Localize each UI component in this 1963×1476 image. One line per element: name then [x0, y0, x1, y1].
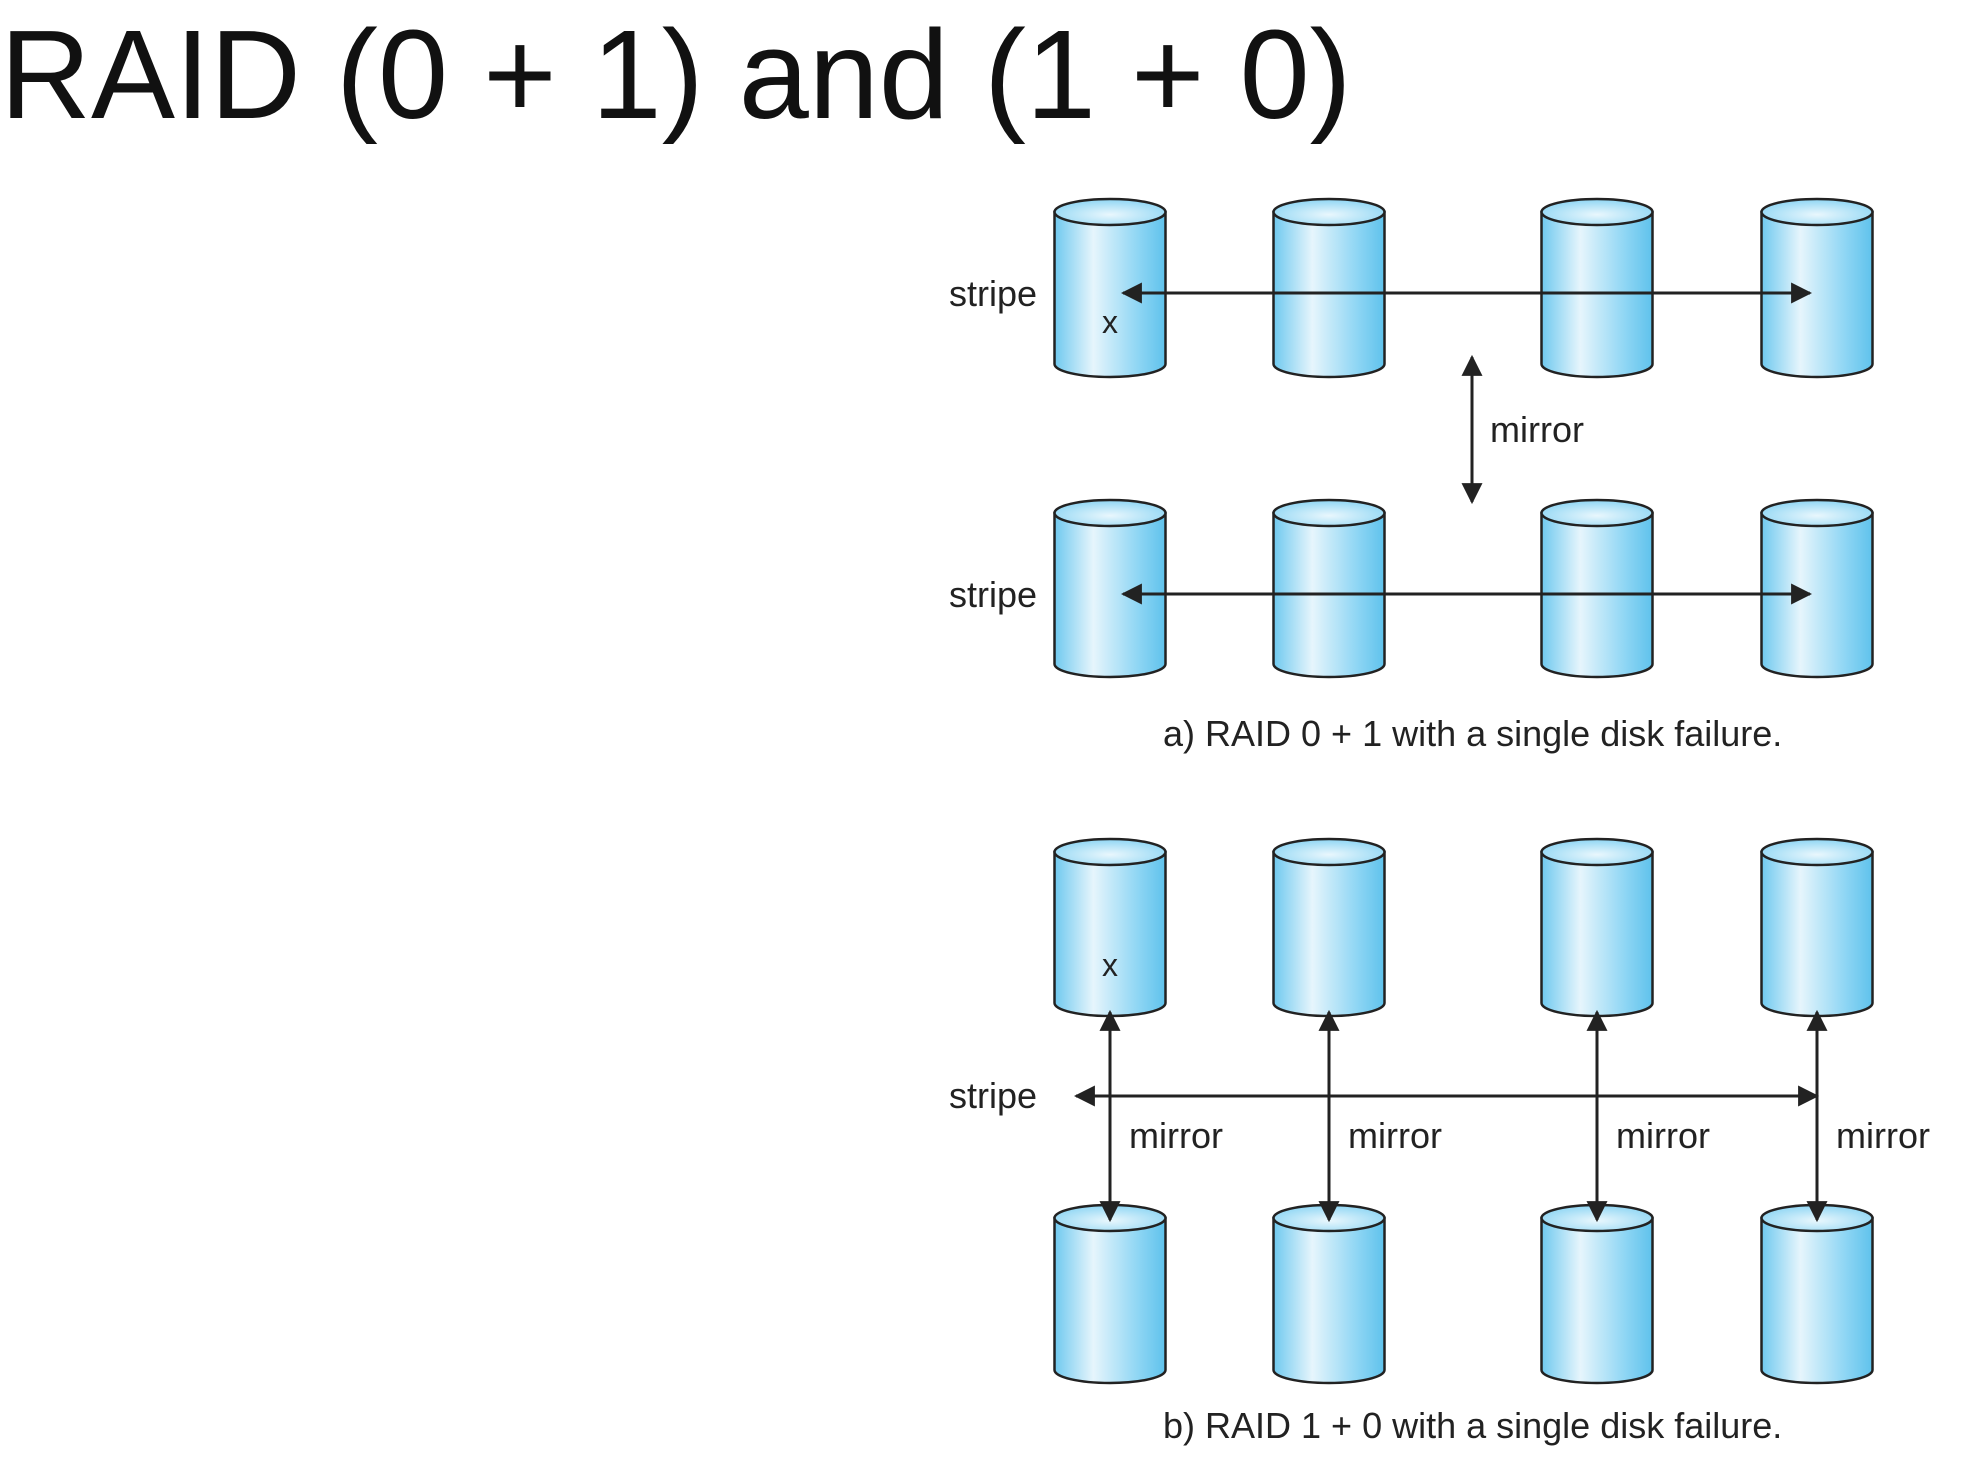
mirror-label-b-1: mirror [1129, 1115, 1223, 1156]
disk-a-top-1-icon [1053, 197, 1167, 379]
disk-b-bottom-1-icon [1053, 1203, 1167, 1385]
disk-top [1053, 498, 1167, 528]
disk-a-bottom-3-icon [1540, 498, 1654, 679]
disk-top [1540, 498, 1654, 528]
disk-body [1053, 1216, 1167, 1385]
disk-b-top-4-icon [1760, 837, 1874, 1018]
disk-b-top-3-icon [1540, 837, 1654, 1018]
disk-body [1760, 1216, 1874, 1385]
disk-body [1053, 511, 1167, 679]
disk-b-top-1-icon [1053, 837, 1167, 1018]
mirror-label-b-4: mirror [1836, 1115, 1930, 1156]
disk-b-bottom-2-icon [1272, 1203, 1386, 1385]
failed-disk-mark-a: x [1102, 304, 1118, 340]
disk-b-bottom-4-icon [1760, 1203, 1874, 1385]
mirror-label-a: mirror [1490, 409, 1584, 450]
caption-b: b) RAID 1 + 0 with a single disk failure… [1163, 1405, 1782, 1446]
stripe-label-a-top: stripe [949, 273, 1037, 314]
disk-body [1760, 511, 1874, 679]
disk-body [1272, 850, 1386, 1018]
disk-a-top-4-icon [1760, 197, 1874, 379]
disk-top [1760, 498, 1874, 528]
disk-top [1760, 197, 1874, 227]
disk-a-top-2-icon [1272, 197, 1386, 379]
mirror-label-b-3: mirror [1616, 1115, 1710, 1156]
disk-a-top-3-icon [1540, 197, 1654, 379]
mirror-label-b-2: mirror [1348, 1115, 1442, 1156]
disk-top [1540, 197, 1654, 227]
disk-a-bottom-1-icon [1053, 498, 1167, 679]
disk-body [1272, 1216, 1386, 1385]
disk-body [1053, 850, 1167, 1018]
failed-disk-mark-b: x [1102, 947, 1118, 983]
disk-top [1053, 837, 1167, 867]
disk-body [1760, 210, 1874, 379]
disk-body [1760, 850, 1874, 1018]
disk-a-bottom-4-icon [1760, 498, 1874, 679]
disk-b-bottom-3-icon [1540, 1203, 1654, 1385]
disks-layer [1053, 197, 1874, 1385]
slide-title: RAID (0 + 1) and (1 + 0) [0, 4, 1352, 145]
disk-top [1540, 837, 1654, 867]
disk-top [1272, 197, 1386, 227]
disk-top [1272, 837, 1386, 867]
disk-top [1053, 197, 1167, 227]
disk-top [1272, 498, 1386, 528]
disk-body [1540, 850, 1654, 1018]
disk-b-top-2-icon [1272, 837, 1386, 1018]
disk-body [1540, 1216, 1654, 1385]
stripe-label-a-bottom: stripe [949, 574, 1037, 615]
disk-body [1053, 210, 1167, 379]
disk-a-bottom-2-icon [1272, 498, 1386, 679]
disk-top [1760, 837, 1874, 867]
caption-a: a) RAID 0 + 1 with a single disk failure… [1163, 713, 1782, 754]
stripe-label-b: stripe [949, 1075, 1037, 1116]
